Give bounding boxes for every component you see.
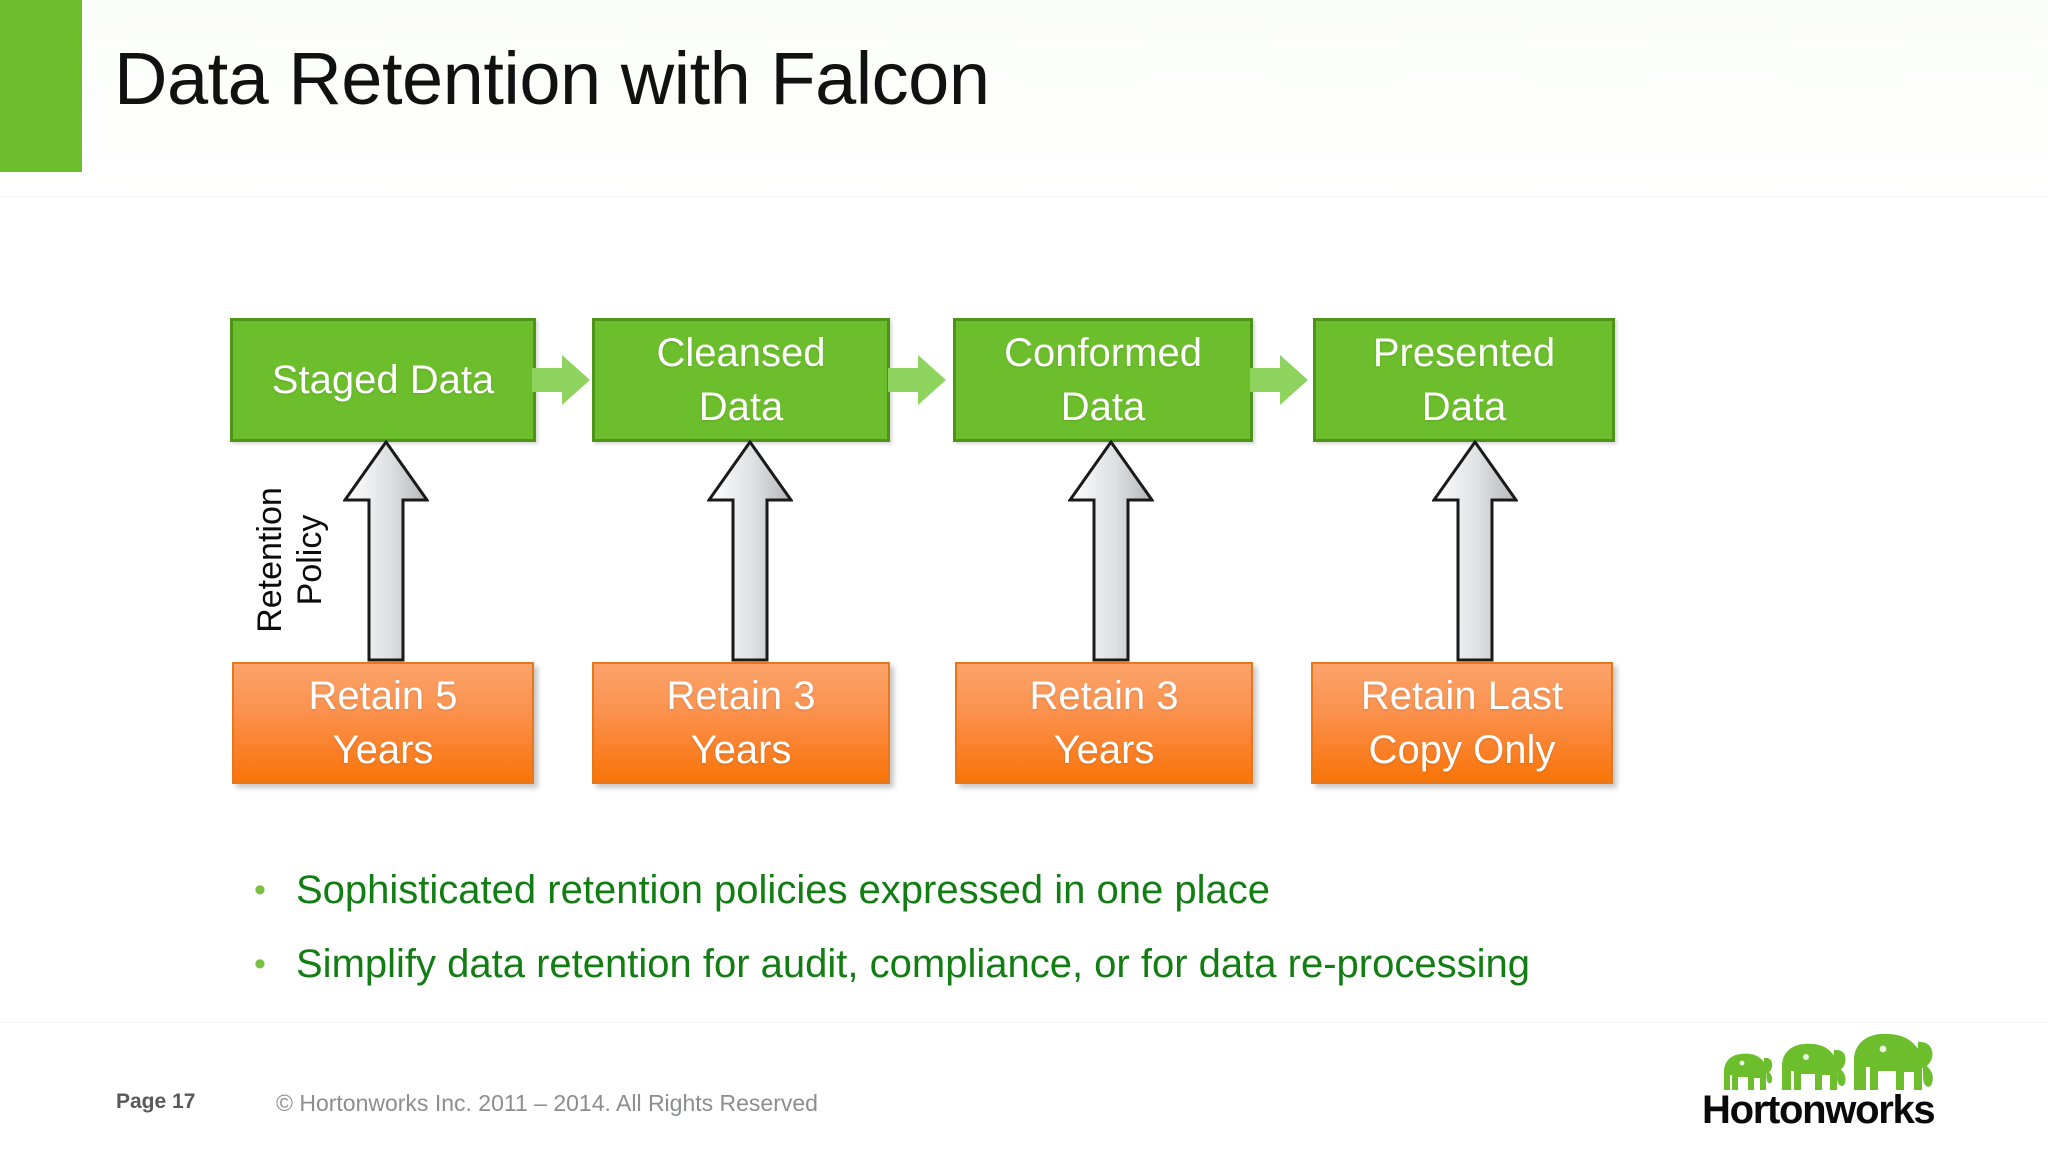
list-item: • Sophisticated retention policies expre… bbox=[240, 862, 1940, 918]
up-arrow-icon bbox=[706, 439, 794, 662]
bullet-marker-icon: • bbox=[254, 945, 266, 983]
slide-header bbox=[0, 0, 2048, 196]
bullet-list: • Sophisticated retention policies expre… bbox=[240, 862, 1940, 1010]
up-arrow-icon bbox=[1431, 439, 1519, 662]
right-arrow-icon bbox=[1250, 355, 1308, 405]
header-divider bbox=[0, 196, 2048, 197]
footer-divider bbox=[0, 1022, 2048, 1023]
up-arrow-icon bbox=[342, 439, 430, 662]
header-accent-bar bbox=[0, 0, 82, 172]
stage-box-staged-data: Staged Data bbox=[230, 318, 536, 442]
page-title: Data Retention with Falcon bbox=[114, 37, 990, 120]
three-elephants-icon bbox=[1712, 1028, 1952, 1132]
page-number: Page 17 bbox=[116, 1090, 196, 1113]
bullet-marker-icon: • bbox=[254, 871, 266, 909]
copyright-notice: © Hortonworks Inc. 2011 – 2014. All Righ… bbox=[276, 1090, 818, 1116]
bullet-text: Simplify data retention for audit, compl… bbox=[296, 942, 1530, 986]
stage-label: Staged Data bbox=[271, 358, 495, 402]
brand-wordmark: Hortonworks bbox=[1702, 1088, 1936, 1132]
up-arrow-icon bbox=[1067, 439, 1155, 662]
right-arrow-icon bbox=[532, 355, 590, 405]
right-arrow-icon bbox=[888, 355, 946, 405]
list-item: • Simplify data retention for audit, com… bbox=[240, 936, 1940, 992]
bullet-text: Sophisticated retention policies express… bbox=[296, 868, 1270, 912]
